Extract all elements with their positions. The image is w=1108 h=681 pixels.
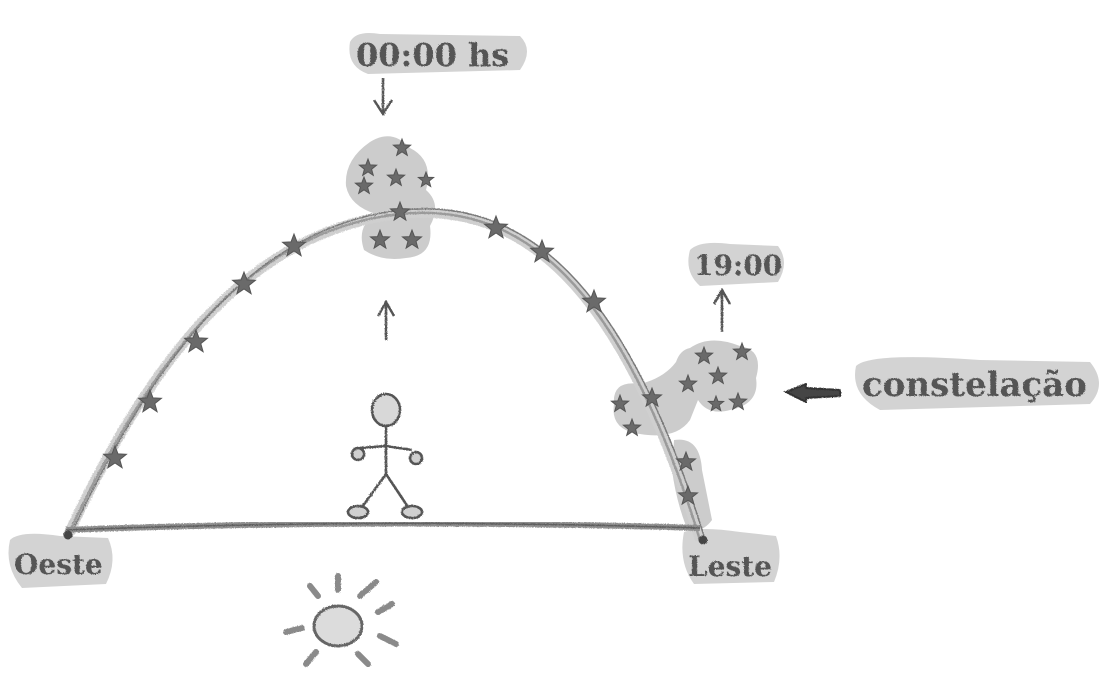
arrow-up-evening-icon [714,290,730,332]
diagram-labels: 00:00 hs 19:00 constelação Oeste Leste [14,36,1087,583]
west-label: Oeste [14,548,103,581]
constellation-blobs [346,136,758,530]
east-point [699,536,708,545]
arrow-down-icon [374,78,392,114]
east-label: Leste [688,550,772,583]
sun-icon [286,576,396,664]
label-shading [9,33,1100,588]
evening-label: 19:00 [694,249,782,282]
arrow-up-icon [378,302,394,340]
west-point [64,531,73,540]
midnight-label: 00:00 hs [356,36,509,74]
horizon-line [64,523,708,544]
arrow-left-icon [786,384,840,402]
stick-figure-icon [348,394,422,518]
constellation-label: constelação [862,365,1087,405]
sky-arc [68,209,704,540]
